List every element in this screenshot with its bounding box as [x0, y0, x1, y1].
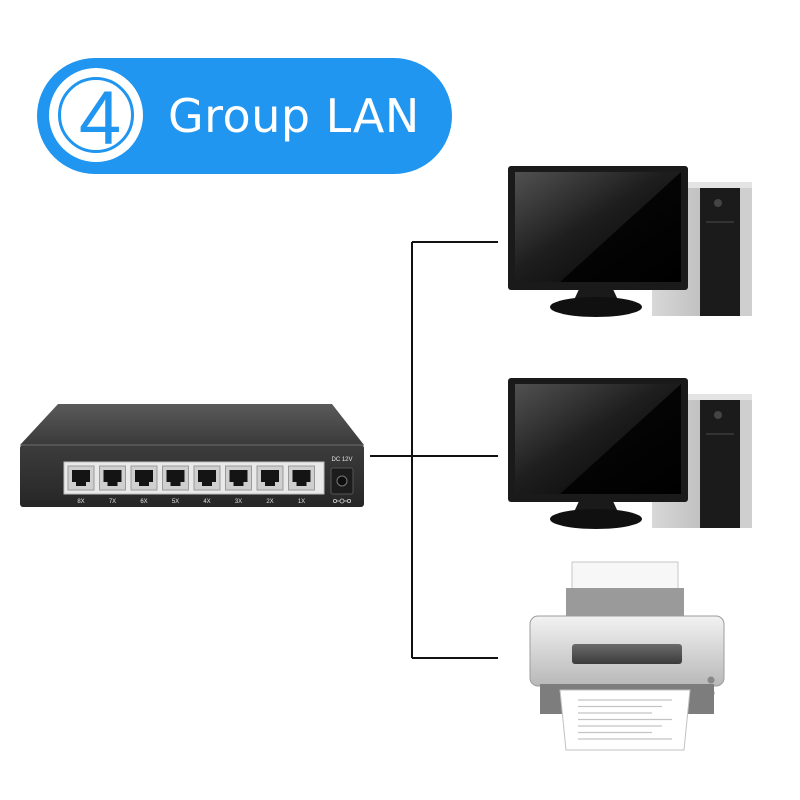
ethernet-port-icon: [162, 465, 189, 491]
port-label: 7X: [109, 499, 116, 505]
printer-panel: [572, 644, 682, 664]
port-label: 4X: [203, 499, 210, 505]
output-paper-text-lines: [578, 699, 672, 740]
computer-monitor: [508, 378, 688, 529]
connection-lines: [370, 241, 498, 659]
ethernet-port-icon: [193, 465, 221, 491]
port-label: 8X: [77, 499, 84, 505]
ethernet-port-icon: [99, 465, 126, 491]
ethernet-port-icon: [67, 465, 95, 491]
port-label: 3X: [235, 499, 242, 505]
ethernet-port-icon: [130, 465, 158, 491]
badge-ring: [58, 77, 134, 153]
ethernet-port-icon: [225, 465, 252, 491]
desktop-computer-icon: [508, 166, 752, 317]
network-switch-icon: 8X 7X 6X 5X 4X 3X 2X 1X DC 12V: [20, 404, 364, 507]
desktop-computer-icon: [508, 378, 752, 529]
number-badge: 4: [49, 68, 143, 162]
port-label: 1X: [298, 499, 305, 505]
port-label: 6X: [140, 499, 147, 505]
computer-monitor: [508, 166, 688, 317]
switch-top-panel: [20, 404, 364, 445]
port-label: 2X: [266, 499, 273, 505]
polarity-symbol: [332, 498, 351, 504]
ethernet-port-icon: [256, 465, 284, 491]
port-labels: 8X 7X 6X 5X 4X 3X 2X 1X: [77, 499, 305, 505]
badge-number: 4: [78, 76, 122, 161]
printer-icon: [529, 561, 725, 751]
banner-title: Group LAN: [168, 89, 420, 143]
power-label: DC 12V: [331, 457, 352, 463]
ethernet-ports: [67, 465, 315, 491]
ethernet-port-icon: [288, 465, 315, 491]
title-banner: 4 Group LAN: [37, 58, 452, 174]
printer-button-icon: [707, 676, 715, 684]
port-label: 5X: [172, 499, 179, 505]
